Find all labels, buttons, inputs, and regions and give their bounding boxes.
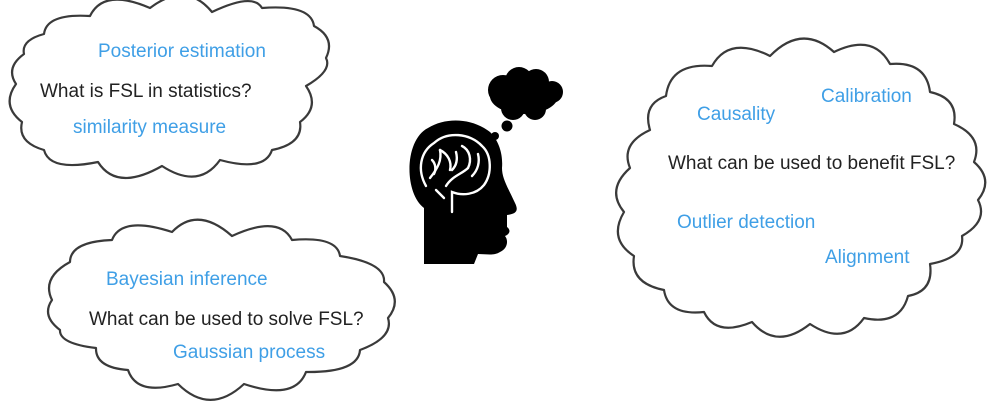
keyword-similarity-measure: similarity measure: [73, 117, 227, 138]
question-benefit-fsl: What can be used to benefit FSL?: [668, 153, 956, 174]
thought-bubble-icon: [488, 67, 563, 140]
keyword-alignment: Alignment: [825, 247, 910, 268]
head-with-brain-icon: [409, 120, 517, 264]
cloud-benefit: [615, 37, 987, 338]
keyword-outlier-detection: Outlier detection: [677, 212, 816, 233]
keyword-posterior-estimation: Posterior estimation: [98, 41, 266, 62]
keyword-calibration: Calibration: [821, 86, 912, 107]
question-fsl-in-statistics: What is FSL in statistics?: [40, 81, 252, 102]
cloud-solve: [46, 218, 396, 401]
cloud-statistics: [8, 0, 331, 180]
keyword-bayesian-inference: Bayesian inference: [106, 269, 268, 290]
keyword-causality: Causality: [697, 104, 776, 125]
question-solve-fsl: What can be used to solve FSL?: [89, 309, 364, 330]
keyword-gaussian-process: Gaussian process: [173, 342, 326, 363]
